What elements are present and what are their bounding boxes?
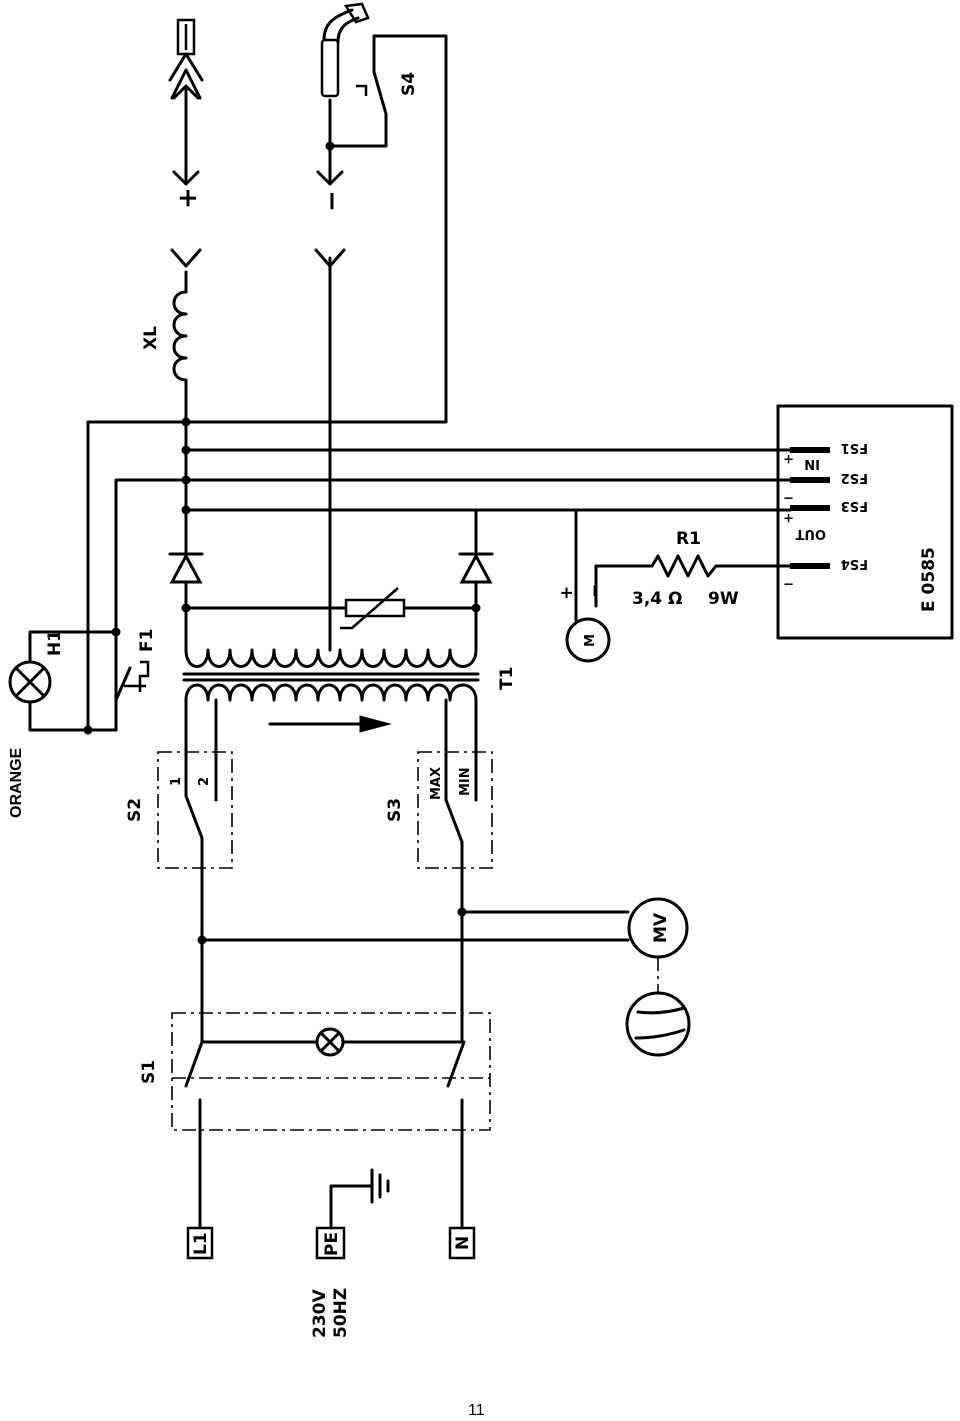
r1-label: R1	[676, 529, 701, 549]
motor-minus: −	[585, 584, 605, 598]
s3-max: MAX	[429, 767, 444, 800]
valve-motor: MV	[197, 897, 689, 992]
terminal-pe: PE	[315, 1226, 346, 1260]
varistor-icon	[340, 587, 406, 630]
polarity-fs3: +	[783, 510, 794, 525]
terminal-fs2: FS2	[841, 470, 868, 485]
h1-label: H1	[45, 630, 65, 656]
terminal-fs1: FS1	[841, 440, 868, 455]
earth-icon	[329, 1168, 390, 1230]
torch-switch-s4: S4	[86, 34, 448, 424]
f1-label: F1	[137, 629, 157, 652]
control-module: FS1 FS2 FS3 FS4 + − + − IN OUT E 0585	[776, 404, 954, 640]
s4-label: S4	[399, 72, 419, 96]
mv-label: MV	[651, 912, 671, 943]
r1-power: 9W	[708, 589, 739, 609]
stage-switch-s2: 1 2 S2	[125, 698, 233, 874]
plus-sign: +	[173, 187, 203, 209]
module-out-label: OUT	[795, 526, 826, 541]
s3-label: S3	[385, 798, 405, 822]
minus-sign: −	[317, 190, 347, 212]
terminal-fs4: FS4	[841, 556, 868, 571]
s3-min: MIN	[458, 767, 473, 796]
terminal-n: N	[448, 1226, 476, 1260]
terminal-l1-label: L1	[191, 1232, 211, 1255]
page-number: 11	[468, 1402, 485, 1419]
m-label: M	[583, 634, 598, 647]
terminal-l1: L1	[186, 1226, 214, 1260]
motor-plus: +	[557, 586, 577, 600]
polarity-fs2: −	[783, 490, 794, 505]
color-label: ORANGE	[8, 747, 25, 818]
xl-label: XL	[141, 326, 161, 350]
s1-label: S1	[139, 1060, 159, 1084]
output-plus: +	[170, 84, 203, 268]
polarity-fs1: +	[783, 451, 794, 466]
output-minus: −	[314, 98, 347, 268]
signal-lamp-h1: H1	[8, 630, 118, 732]
earth-clamp-icon	[168, 18, 204, 100]
r1-value: 3,4 Ω	[632, 589, 683, 609]
terminal-n-label: N	[453, 1236, 473, 1250]
transformer-t1: T1	[182, 648, 517, 733]
choke-xl: XL	[141, 270, 188, 424]
module-code: E 0585	[919, 547, 939, 612]
module-in-label: IN	[804, 456, 820, 471]
welding-torch-icon	[320, 2, 370, 98]
t1-label: T1	[497, 667, 517, 690]
s2-label: S2	[125, 798, 145, 822]
pilot-lamp-icon	[315, 1027, 345, 1057]
supply-voltage: 230V	[310, 1289, 330, 1338]
range-switch-s3: MAX MIN S3	[385, 698, 493, 874]
resistor-r1: R1 3,4 Ω 9W	[594, 529, 792, 609]
thermal-cutout-f1: F1	[83, 420, 188, 735]
wire-motor: M + −	[557, 508, 792, 663]
s2-pos2: 2	[197, 777, 212, 786]
supply-frequency: 50HZ	[331, 1288, 351, 1338]
fan-icon	[625, 991, 691, 1057]
s2-pos1: 1	[169, 777, 184, 786]
main-switch-s1: S1	[139, 1012, 491, 1230]
terminal-pe-label: PE	[322, 1232, 342, 1256]
polarity-fs4: −	[783, 576, 794, 591]
terminal-fs3: FS3	[841, 498, 868, 513]
